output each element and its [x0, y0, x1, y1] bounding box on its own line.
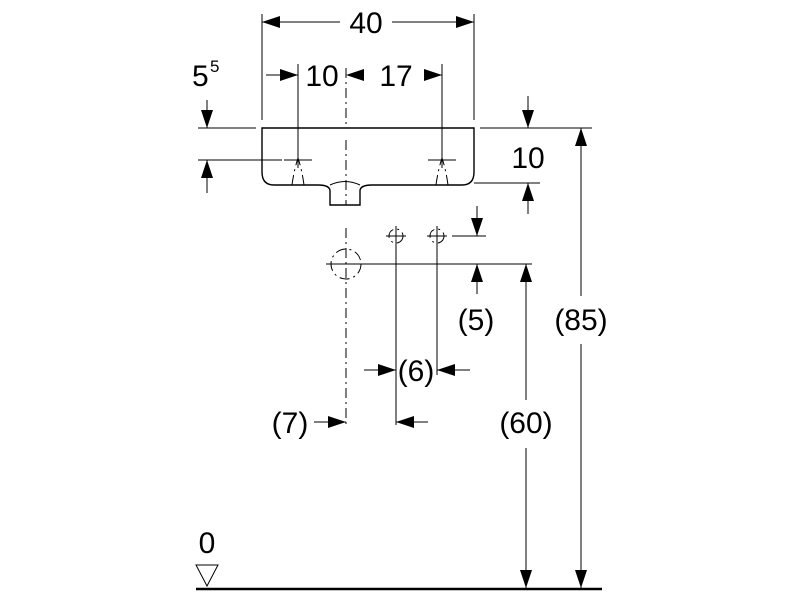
- floor-level-label: 0: [199, 527, 216, 560]
- drain-symbol: [326, 248, 366, 280]
- dim-valve-spacing: (6): [364, 355, 470, 388]
- dim-drain-offset: (7): [272, 407, 428, 440]
- dim-label-40: 40: [349, 7, 382, 40]
- dim-offset-right: 17: [346, 60, 442, 93]
- dim-bowl-height: 10: [511, 96, 545, 214]
- dim-label-5-sup: 5: [210, 57, 219, 76]
- dim-label-10-left: 10: [305, 60, 338, 93]
- valve-symbol-left: [386, 226, 406, 246]
- dim-label-60: (60): [499, 407, 552, 440]
- dim-width-total: 40: [262, 7, 474, 40]
- dim-label-85: (85): [554, 304, 607, 337]
- valve-symbol-right: [427, 226, 447, 246]
- dim-valve-offset: (5): [458, 206, 495, 337]
- dim-label-7: (7): [272, 407, 309, 440]
- dim-offset-left: 10: [266, 60, 339, 93]
- basin-outline: [261, 127, 475, 206]
- dim-valve-height: (60): [499, 264, 553, 588]
- tap-hole-right: [428, 150, 456, 186]
- tap-hole-left: [284, 150, 312, 186]
- dim-label-6: (6): [398, 355, 435, 388]
- dim-label-10-height: 10: [511, 142, 544, 175]
- dim-label-5-paren: (5): [458, 304, 495, 337]
- floor-level-marker: [195, 564, 219, 588]
- dim-label-5: 5: [192, 60, 209, 93]
- dim-top-offset: 5 5: [192, 57, 219, 193]
- dim-rim-height: (85): [554, 128, 608, 588]
- dim-label-17: 17: [379, 60, 412, 93]
- basin-inner-line: [329, 181, 361, 186]
